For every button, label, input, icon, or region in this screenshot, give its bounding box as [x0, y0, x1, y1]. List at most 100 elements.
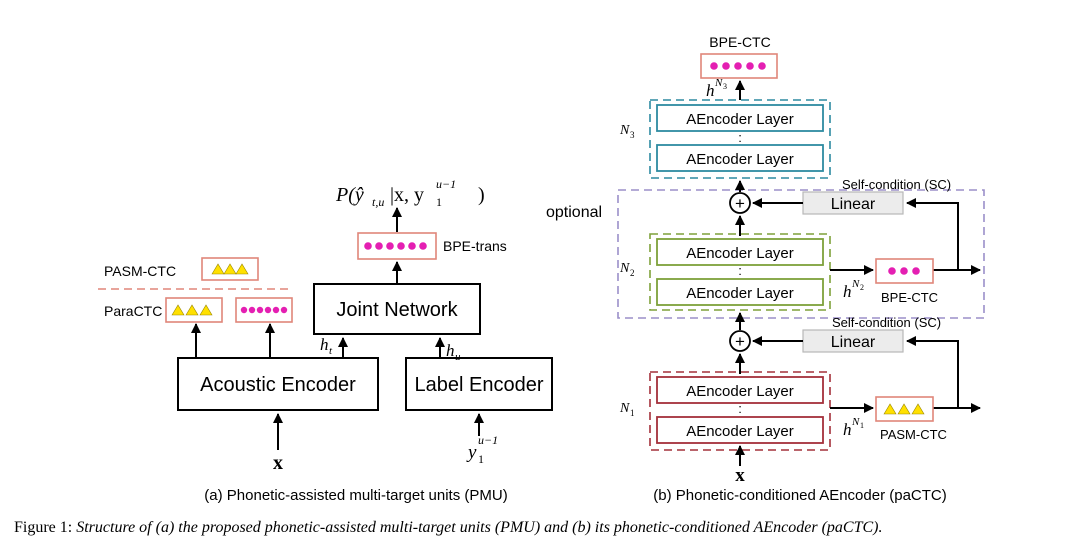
linear-top-label: Linear — [831, 196, 876, 213]
triangle — [185, 304, 199, 316]
svg-text:N: N — [619, 401, 630, 416]
joint-network-label: Joint Network — [336, 299, 458, 321]
svg-text:1: 1 — [436, 195, 442, 209]
svg-text:y: y — [466, 442, 477, 463]
svg-text:2: 2 — [630, 268, 635, 278]
panel-b: BPE-CTC h N 3 N 3 AEncoder Layer : AEnco… — [546, 34, 985, 504]
triangle — [235, 263, 249, 275]
pasm-ctc-triangles — [211, 263, 249, 275]
bpe-ctc-mid-label: BPE-CTC — [881, 290, 938, 305]
svg-text:3: 3 — [723, 82, 727, 91]
aencoder-layer-label: AEncoder Layer — [686, 383, 794, 400]
aencoder-layer-n3-bottom — [656, 144, 824, 172]
acoustic-encoder-box — [177, 357, 379, 411]
panel-a: Acoustic Encoder Label Encoder Joint Net… — [98, 177, 553, 504]
x-input-label: x — [273, 452, 283, 474]
dot — [264, 306, 272, 314]
svg-text:3: 3 — [630, 130, 635, 140]
dot — [746, 62, 754, 70]
triangle — [211, 263, 225, 275]
aencoder-layer-label: AEncoder Layer — [686, 245, 794, 262]
dot — [710, 62, 718, 70]
para-ctc-triangles — [171, 304, 213, 316]
aencoder-layer-label: AEncoder Layer — [686, 111, 794, 128]
dot — [375, 242, 383, 250]
h-n2-label: h N 2 — [843, 278, 864, 301]
svg-text:1: 1 — [860, 421, 864, 430]
triangle — [883, 403, 897, 415]
bpe-ctc-top-label: BPE-CTC — [709, 34, 770, 50]
svg-text:t: t — [329, 345, 333, 357]
para-ctc-label: ParaCTC — [104, 303, 162, 319]
bpe-ctc-mid-dots — [888, 267, 920, 275]
n1-label: N 1 — [619, 401, 635, 418]
svg-text:h: h — [843, 420, 852, 439]
optional-group — [617, 189, 985, 319]
svg-text:N: N — [851, 278, 860, 290]
svg-text:N: N — [851, 416, 860, 428]
plus-symbol: + — [735, 332, 745, 351]
ellipsis: : — [738, 401, 742, 416]
svg-text:h: h — [446, 341, 455, 360]
add-node-top — [729, 192, 751, 214]
svg-text:N: N — [714, 77, 723, 89]
aencoder-layer-n3-top — [656, 104, 824, 132]
dot — [272, 306, 280, 314]
triangle — [911, 403, 925, 415]
aencoder-layer-n2-top — [656, 238, 824, 266]
aencoder-layer-n2-bottom — [656, 278, 824, 306]
bpe-trans-dots — [364, 242, 427, 250]
dot — [248, 306, 256, 314]
dot — [256, 306, 264, 314]
aencoder-layer-label: AEncoder Layer — [686, 423, 794, 440]
aencoder-layer-n1-top — [656, 376, 824, 404]
dot — [280, 306, 288, 314]
plus-symbol: + — [735, 194, 745, 213]
self-condition-bottom-label: Self-condition (SC) — [832, 315, 941, 330]
svg-text:u−1: u−1 — [436, 177, 456, 191]
svg-text:1: 1 — [630, 408, 635, 418]
svg-text:2: 2 — [860, 283, 864, 292]
dot — [240, 306, 248, 314]
svg-text:|x, y: |x, y — [390, 184, 424, 206]
pasm-ctc-label: PASM-CTC — [880, 427, 947, 442]
acoustic-encoder-label: Acoustic Encoder — [200, 374, 356, 396]
svg-text:h: h — [843, 282, 852, 301]
y-input-label: y 1 u−1 — [466, 433, 498, 466]
output-probability: P(ŷ t,u |x, y 1 u−1 ) — [335, 177, 485, 209]
aencoder-layer-label: AEncoder Layer — [686, 285, 794, 302]
bpe-trans-label: BPE-trans — [443, 238, 507, 254]
arrow-sc-feedback-top — [906, 198, 959, 270]
bpe-ctc-top-dots — [710, 62, 766, 70]
add-node-bottom — [729, 330, 751, 352]
n2-group — [649, 233, 831, 311]
pasm-ctc-label: PASM-CTC — [104, 263, 176, 279]
self-condition-top-label: Self-condition (SC) — [842, 177, 951, 192]
triangle — [223, 263, 237, 275]
dot — [734, 62, 742, 70]
x-input-label: x — [735, 465, 745, 486]
dot — [386, 242, 394, 250]
dot — [397, 242, 405, 250]
dot — [419, 242, 427, 250]
dot — [900, 267, 908, 275]
n3-label: N 3 — [619, 123, 635, 140]
dot — [408, 242, 416, 250]
aencoder-layer-label: AEncoder Layer — [686, 151, 794, 168]
svg-text:t,u: t,u — [372, 195, 384, 209]
svg-text:N: N — [619, 261, 630, 276]
pasm-ctc-box — [875, 396, 934, 422]
triangle — [171, 304, 185, 316]
caption-b: (b) Phonetic-conditioned AEncoder (paCTC… — [653, 487, 946, 504]
svg-text:u−1: u−1 — [478, 433, 498, 447]
svg-text:1: 1 — [478, 452, 484, 466]
h-u-label: h u — [446, 341, 461, 363]
svg-text:h: h — [320, 335, 329, 354]
dot — [758, 62, 766, 70]
n2-label: N 2 — [619, 261, 635, 278]
figure-caption: Figure 1: Structure of (a) the proposed … — [14, 519, 882, 536]
h-n3-label: h N 3 — [706, 77, 727, 100]
aencoder-layer-n1-bottom — [656, 416, 824, 444]
label-encoder-label: Label Encoder — [415, 374, 544, 396]
